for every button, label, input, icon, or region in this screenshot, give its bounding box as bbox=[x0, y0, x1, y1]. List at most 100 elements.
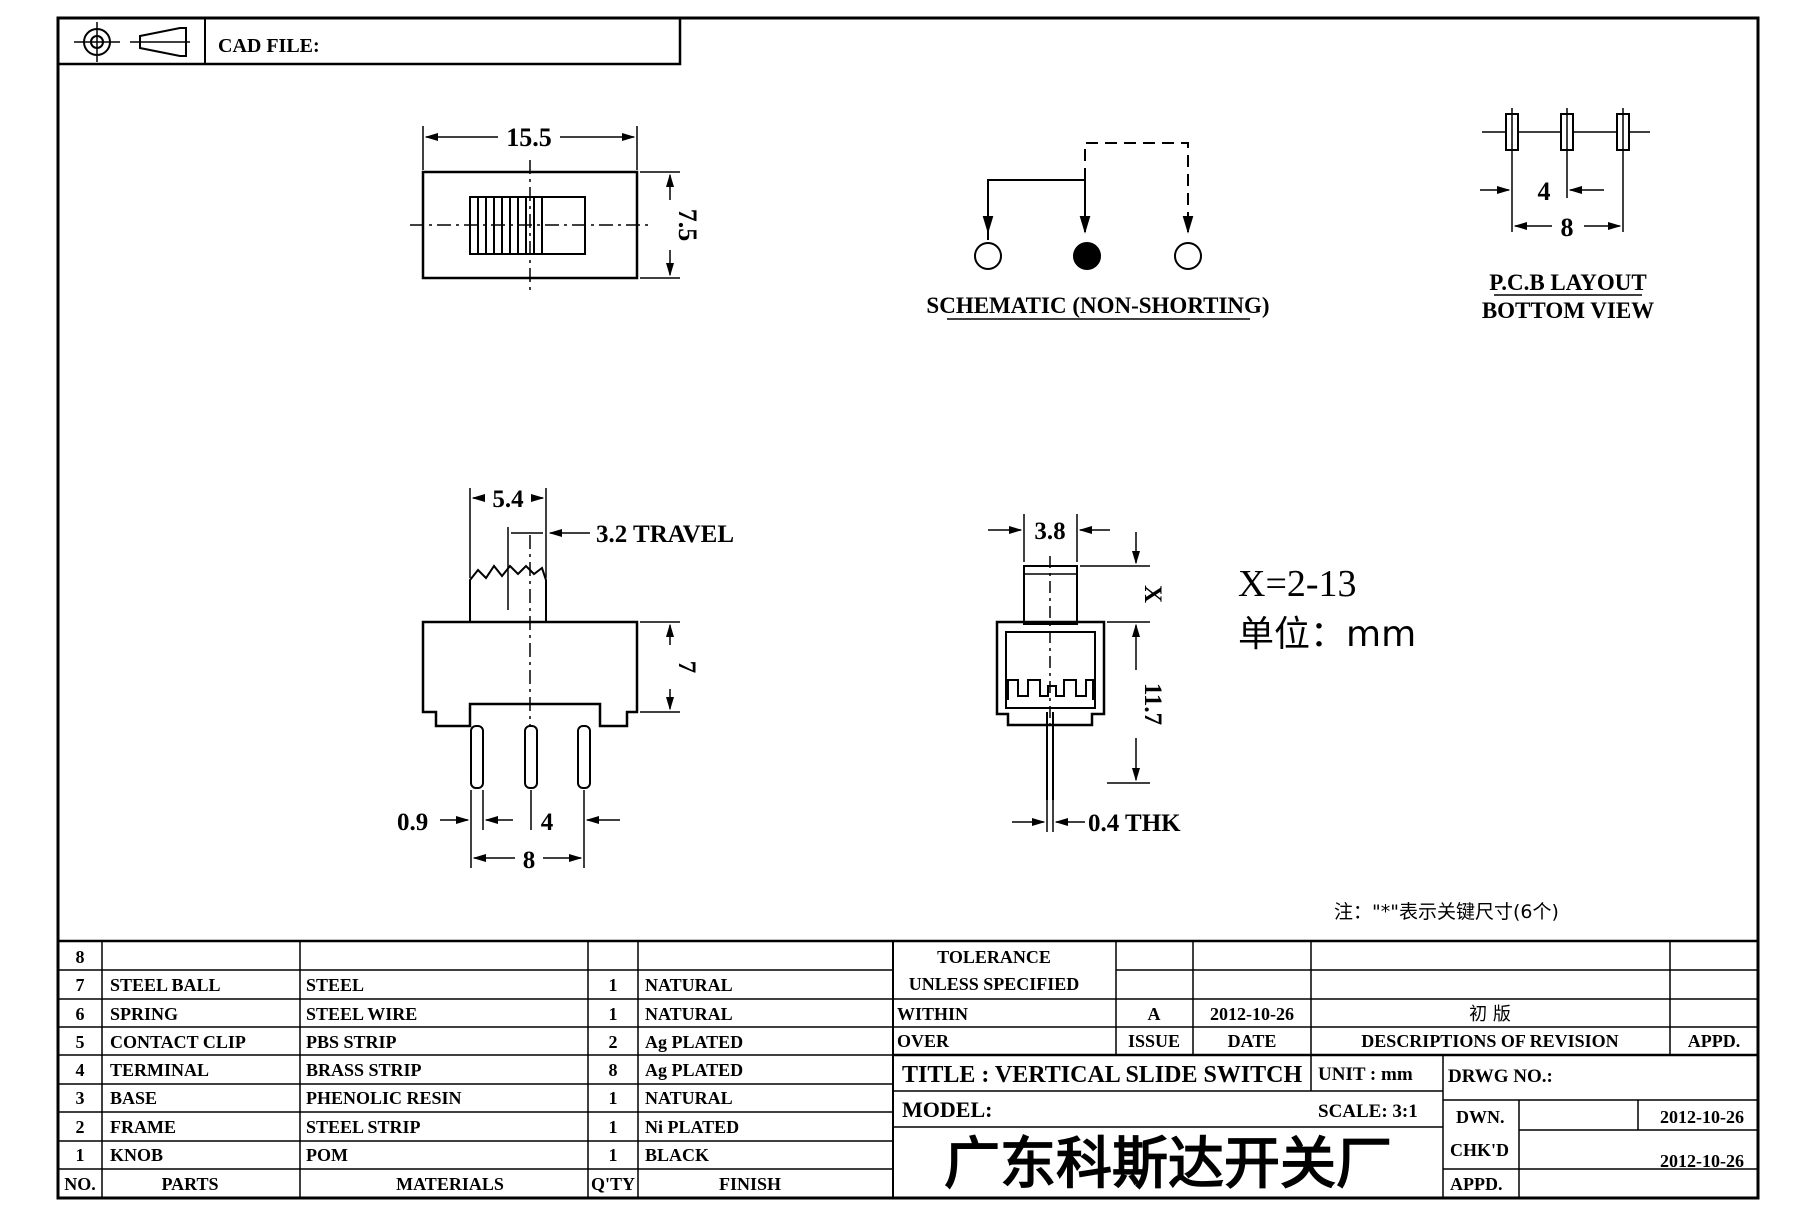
svg-text:DRWG NO.:: DRWG NO.: bbox=[1448, 1066, 1553, 1087]
svg-text:BASE: BASE bbox=[110, 1088, 157, 1108]
svg-text:1: 1 bbox=[609, 1004, 618, 1024]
side-x-dim: X bbox=[1139, 585, 1166, 603]
svg-text:STEEL WIRE: STEEL WIRE bbox=[306, 1004, 417, 1024]
svg-text:APPD.: APPD. bbox=[1688, 1031, 1741, 1051]
svg-text:PBS STRIP: PBS STRIP bbox=[306, 1032, 397, 1052]
front-pin-width-dim: 0.9 bbox=[397, 809, 428, 836]
bom-table: 8 7 STEEL BALL STEEL 1 NATURAL 6 SPRING … bbox=[64, 947, 781, 1194]
schematic-caption: SCHEMATIC (NON-SHORTING) bbox=[926, 293, 1269, 318]
svg-text:POM: POM bbox=[306, 1145, 348, 1165]
svg-text:7: 7 bbox=[76, 975, 85, 995]
front-span-dim: 8 bbox=[523, 847, 536, 874]
svg-text:KNOB: KNOB bbox=[110, 1145, 163, 1165]
front-view: 5.4 3.2 TRAVEL 7 0.9 4 8 bbox=[397, 486, 734, 874]
svg-text:4: 4 bbox=[76, 1060, 85, 1080]
front-body-height-dim: 7 bbox=[673, 661, 700, 674]
front-travel-dim: 3.2 TRAVEL bbox=[596, 521, 734, 548]
svg-text:Q'TY: Q'TY bbox=[591, 1174, 635, 1194]
svg-text:NATURAL: NATURAL bbox=[645, 1004, 733, 1024]
svg-text:UNIT : mm: UNIT : mm bbox=[1318, 1064, 1413, 1085]
svg-text:TOLERANCE: TOLERANCE bbox=[937, 947, 1051, 967]
svg-text:3: 3 bbox=[76, 1088, 85, 1108]
svg-text:CHK'D: CHK'D bbox=[1450, 1140, 1509, 1160]
title-block: TOLERANCE UNLESS SPECIFIED WITHIN OVER A… bbox=[897, 947, 1744, 1197]
svg-text:FRAME: FRAME bbox=[110, 1117, 176, 1137]
svg-text:TERMINAL: TERMINAL bbox=[110, 1060, 209, 1080]
pcb-span-dim: 8 bbox=[1561, 213, 1574, 242]
svg-text:Ag PLATED: Ag PLATED bbox=[645, 1060, 743, 1080]
terminal-common-icon bbox=[1073, 242, 1101, 270]
svg-text:PHENOLIC RESIN: PHENOLIC RESIN bbox=[306, 1088, 462, 1108]
svg-text:SPRING: SPRING bbox=[110, 1004, 178, 1024]
table-row: 2 FRAME STEEL STRIP 1 Ni PLATED bbox=[76, 1117, 740, 1137]
svg-text:NATURAL: NATURAL bbox=[645, 975, 733, 995]
svg-text:1: 1 bbox=[609, 975, 618, 995]
svg-text:2: 2 bbox=[609, 1032, 618, 1052]
pcb-caption-line2: BOTTOM VIEW bbox=[1482, 298, 1654, 323]
svg-text:STEEL STRIP: STEEL STRIP bbox=[306, 1117, 421, 1137]
svg-text:2012-10-26: 2012-10-26 bbox=[1660, 1151, 1744, 1171]
terminal-right-icon bbox=[1174, 242, 1202, 270]
table-row: 6 SPRING STEEL WIRE 1 NATURAL bbox=[76, 1004, 733, 1024]
pcb-caption-line1: P.C.B LAYOUT bbox=[1489, 270, 1646, 295]
table-header-row: NO. PARTS MATERIALS Q'TY FINISH bbox=[64, 1174, 781, 1194]
svg-text:ISSUE: ISSUE bbox=[1128, 1031, 1180, 1051]
svg-text:STEEL BALL: STEEL BALL bbox=[110, 975, 221, 995]
front-knob-width-dim: 5.4 bbox=[492, 486, 524, 513]
svg-text:BRASS STRIP: BRASS STRIP bbox=[306, 1060, 422, 1080]
svg-text:DATE: DATE bbox=[1228, 1031, 1277, 1051]
svg-text:NO.: NO. bbox=[64, 1174, 96, 1194]
table-row: 3 BASE PHENOLIC RESIN 1 NATURAL bbox=[76, 1088, 733, 1108]
side-height-dim: 11.7 bbox=[1139, 683, 1166, 725]
side-thickness-dim: 0.4 THK bbox=[1088, 810, 1181, 837]
svg-text:UNLESS SPECIFIED: UNLESS SPECIFIED bbox=[909, 974, 1080, 994]
svg-text:1: 1 bbox=[76, 1145, 85, 1165]
svg-text:BLACK: BLACK bbox=[645, 1145, 709, 1165]
table-row: 5 CONTACT CLIP PBS STRIP 2 Ag PLATED bbox=[76, 1032, 744, 1052]
svg-text:Ni PLATED: Ni PLATED bbox=[645, 1117, 739, 1137]
svg-text:DESCRIPTIONS OF REVISION: DESCRIPTIONS OF REVISION bbox=[1361, 1031, 1618, 1051]
table-grid bbox=[58, 939, 1758, 1198]
top-view: 15.5 7.5 bbox=[410, 123, 702, 292]
terminal-left-icon bbox=[974, 242, 1002, 270]
table-row: 7 STEEL BALL STEEL 1 NATURAL bbox=[76, 975, 733, 995]
table-row: 1 KNOB POM 1 BLACK bbox=[76, 1145, 710, 1165]
svg-text:SCALE: 3:1: SCALE: 3:1 bbox=[1318, 1101, 1418, 1122]
svg-text:MATERIALS: MATERIALS bbox=[396, 1174, 504, 1194]
top-width-dim: 15.5 bbox=[506, 123, 552, 152]
svg-text:1: 1 bbox=[609, 1088, 618, 1108]
svg-text:8: 8 bbox=[609, 1060, 618, 1080]
svg-text:5: 5 bbox=[76, 1032, 85, 1052]
svg-text:8: 8 bbox=[76, 947, 85, 967]
svg-text:2012-10-26: 2012-10-26 bbox=[1210, 1004, 1294, 1024]
side-view: 3.8 X 11.7 0.4 THK bbox=[988, 514, 1181, 837]
drawing-title: TITLE : VERTICAL SLIDE SWITCH bbox=[902, 1062, 1303, 1088]
svg-text:PARTS: PARTS bbox=[161, 1174, 218, 1194]
table-row: 8 bbox=[76, 947, 85, 967]
cad-file-label: CAD FILE: bbox=[218, 35, 320, 57]
sheet-border bbox=[56, 16, 1760, 1200]
svg-text:OVER: OVER bbox=[897, 1031, 950, 1051]
svg-text:FINISH: FINISH bbox=[719, 1174, 781, 1194]
note-x-range: X=2-13 bbox=[1238, 563, 1357, 605]
table-row: 4 TERMINAL BRASS STRIP 8 Ag PLATED bbox=[76, 1060, 744, 1080]
svg-text:APPD.: APPD. bbox=[1450, 1174, 1503, 1194]
side-width-dim: 3.8 bbox=[1034, 518, 1065, 545]
front-pitch-dim: 4 bbox=[541, 809, 554, 836]
note-footnote: 注："*"表示关键尺寸(6个) bbox=[1334, 901, 1559, 923]
svg-text:2: 2 bbox=[76, 1117, 85, 1137]
svg-text:MODEL:: MODEL: bbox=[902, 1097, 992, 1122]
pcb-pitch-dim: 4 bbox=[1538, 177, 1551, 206]
svg-text:2012-10-26: 2012-10-26 bbox=[1660, 1107, 1744, 1127]
svg-text:初 版: 初 版 bbox=[1469, 1004, 1511, 1025]
svg-text:A: A bbox=[1148, 1004, 1161, 1024]
header-box: CAD FILE: bbox=[56, 16, 682, 66]
svg-text:DWN.: DWN. bbox=[1456, 1107, 1505, 1127]
schematic-diagram: SCHEMATIC (NON-SHORTING) bbox=[926, 142, 1270, 320]
svg-text:NATURAL: NATURAL bbox=[645, 1088, 733, 1108]
svg-text:1: 1 bbox=[609, 1145, 618, 1165]
svg-text:6: 6 bbox=[76, 1004, 85, 1024]
svg-text:WITHIN: WITHIN bbox=[897, 1004, 968, 1024]
pcb-layout: 4 8 P.C.B LAYOUT BOTTOM VIEW bbox=[1480, 108, 1654, 323]
